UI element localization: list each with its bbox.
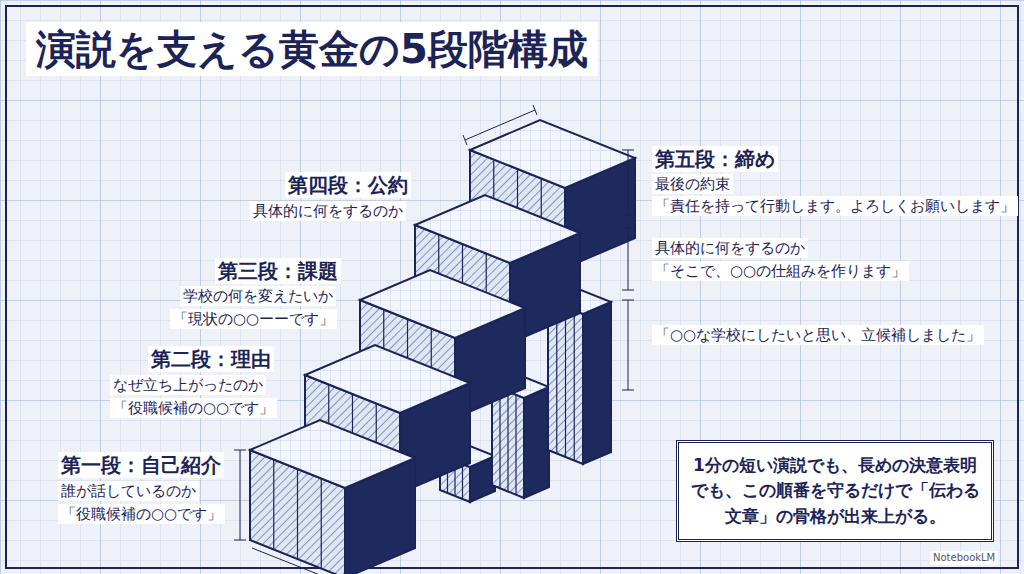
block-seam — [321, 479, 322, 569]
block-top — [305, 345, 470, 413]
block-front — [492, 385, 524, 498]
bracket-line — [622, 300, 634, 390]
step-note: 具体的に何をするのか — [652, 238, 808, 258]
stair-block — [250, 420, 415, 574]
step-note: 「役職候補の○○です」 — [58, 504, 225, 524]
step-heading: 第五段：締め — [652, 146, 778, 172]
block-seam — [499, 388, 500, 488]
block-top — [250, 420, 415, 488]
block-seam — [462, 464, 463, 499]
step-note: 具体的に何をするのか — [250, 201, 406, 221]
bracket-line — [622, 150, 634, 215]
dimension-line — [463, 105, 537, 145]
step-note: 「そこで、○○の仕組みを作ります」 — [652, 261, 909, 281]
title: 演説を支える黄金の5段階構成 — [26, 22, 598, 76]
bracket-line — [622, 228, 634, 290]
watermark: NotebookLM — [930, 551, 998, 565]
dimension-line — [234, 450, 246, 540]
step-heading: 第二段：理由 — [148, 346, 274, 372]
block-seam — [565, 307, 566, 457]
step-heading: 第三段：課題 — [215, 258, 341, 284]
step-heading: 第一段：自己紹介 — [58, 452, 224, 478]
block-seam — [273, 460, 274, 550]
step-note: 「責任を持って行動します。よろしくお願いします」 — [652, 196, 1018, 216]
step-note: 誰が話しているのか — [58, 481, 199, 501]
block-seam — [515, 395, 516, 495]
block-seam — [297, 469, 298, 559]
block-seam — [574, 311, 575, 461]
step-note: なぜ立ち上がったのか — [110, 375, 266, 395]
block-top — [470, 120, 635, 188]
step-note: 「現状の○○ーーです」 — [170, 309, 337, 329]
block-top — [415, 195, 580, 263]
note-text: 1分の短い演説でも、長めの決意表明でも、この順番を守るだけで「伝わる文章」の骨格… — [687, 453, 983, 530]
step-note: 「役職候補の○○です」 — [110, 398, 277, 418]
step-note: 最後の約束 — [652, 174, 733, 194]
step-heading: 第四段：公約 — [285, 172, 411, 198]
outer-frame — [6, 6, 1018, 568]
staircase-illustration — [250, 120, 635, 574]
step-note: 「○○な学校にしたいと思い、立候補しました」 — [652, 325, 984, 345]
dimension-lines — [234, 105, 634, 574]
dimension-line — [252, 548, 345, 574]
step-note: 学校の何を変えたいか — [180, 286, 336, 306]
block-top — [360, 270, 525, 338]
block-side — [583, 302, 611, 464]
block-side — [524, 387, 549, 498]
note-box: 1分の短い演説でも、長めの決意表明でも、この順番を守るだけで「伝わる文章」の骨格… — [676, 440, 994, 543]
block-seam — [556, 304, 557, 454]
block-seam — [507, 392, 508, 492]
